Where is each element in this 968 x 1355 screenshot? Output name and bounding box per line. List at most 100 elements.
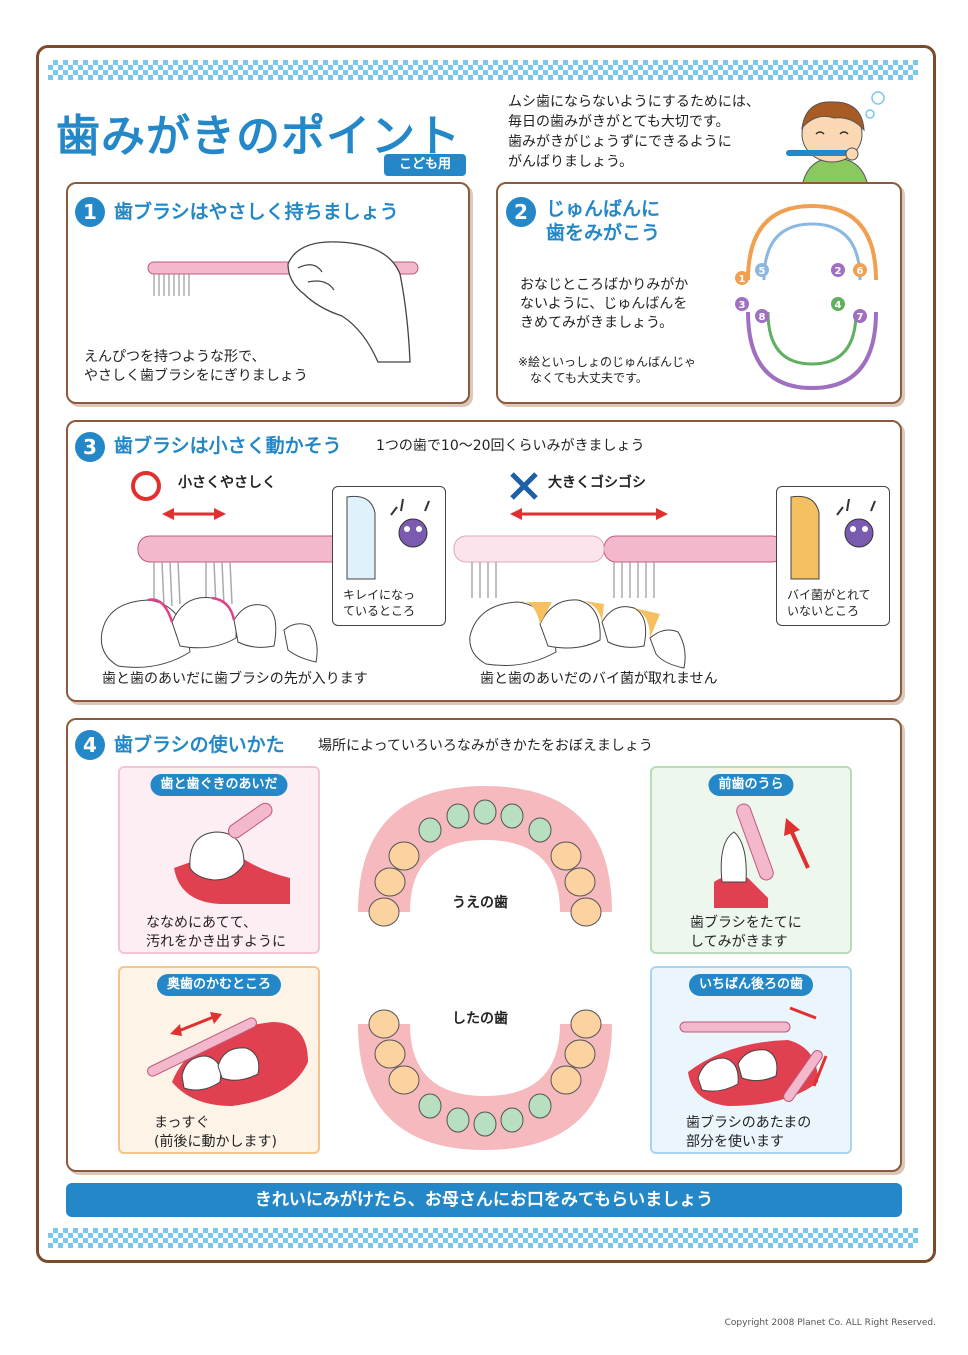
- tooth: [446, 803, 470, 829]
- order-number: 5: [759, 266, 766, 277]
- tooth: [550, 841, 582, 871]
- upper-teeth-label: うえの歯: [452, 895, 508, 911]
- clean-tooth-with-germ-illustration: [346, 495, 430, 580]
- back-tooth-brushing-illustration: [679, 1006, 828, 1106]
- tooth: [368, 1009, 400, 1039]
- gum-brushing-illustration: [174, 802, 290, 904]
- copyright: Copyright 2008 Planet Co. ALL Right Rese…: [724, 1318, 936, 1328]
- desc-line: 部分を使います: [686, 1134, 784, 1150]
- good-zoom-bubble: キレイになっ ているところ: [332, 486, 446, 626]
- bubble-caption: バイ菌がとれて いないところ: [787, 587, 871, 619]
- section-brush-usage: 4 歯ブラシの使いかた 場所によっていろいろなみがきかたをおぼえましょう うえの…: [66, 718, 902, 1172]
- tooth: [388, 841, 420, 871]
- lower-teeth-label: したの歯: [452, 1011, 508, 1027]
- section-brush-in-order: 2 じゅんばんに 歯をみがこう おなじところばかりみがか ないように、じゅんばん…: [496, 182, 902, 404]
- order-number-badge: [853, 263, 867, 277]
- top-checker-border: [48, 60, 918, 80]
- desc-line: 歯ブラシのあたまの: [686, 1115, 812, 1131]
- card-label: 奥歯のかむところ: [156, 974, 282, 996]
- section-title: じゅんばんに 歯をみがこう: [546, 197, 660, 245]
- bottom-checker-border: [48, 1228, 918, 1248]
- card-front-teeth-back: 前歯のうら 歯ブラシをたてに してみがきます: [650, 766, 852, 954]
- section-number: 4: [75, 730, 105, 760]
- section-subtitle: 1つの歯で10〜20回くらいみがきましょう: [376, 438, 645, 454]
- tooth: [564, 867, 596, 897]
- order-number-badge: [831, 297, 845, 311]
- tooth: [550, 1065, 582, 1095]
- good-caption: 歯と歯のあいだに歯ブラシの先が入ります: [102, 671, 368, 687]
- tooth: [374, 1039, 406, 1069]
- tooth: [500, 1107, 524, 1133]
- intro-text: ムシ歯にならないようにするためには、 毎日の歯みがきがとても大切です。 歯みがき…: [508, 92, 808, 172]
- desc-line: 汚れをかき出すように: [146, 934, 286, 950]
- bad-label: 大きくゴシゴシ: [548, 475, 646, 491]
- mouth-diagram: [358, 786, 612, 1150]
- dirty-tooth-with-germ-illustration: [790, 495, 876, 580]
- caption-line: キレイになっ: [343, 588, 416, 602]
- brushing-boy-illustration: [786, 91, 885, 187]
- order-number: 7: [857, 312, 864, 323]
- order-number: 3: [739, 300, 746, 311]
- tooth: [500, 803, 524, 829]
- bad-zoom-bubble: バイ菌がとれて いないところ: [776, 486, 890, 626]
- caption-line: いないところ: [787, 604, 860, 618]
- order-number-badge: [853, 309, 867, 323]
- card-description: 歯ブラシをたてに してみがきます: [690, 914, 802, 952]
- desc-line: (前後に動かします): [154, 1134, 277, 1150]
- section-small-motion: 3 歯ブラシは小さく動かそう 1つの歯で10〜20回くらいみがきましょう 小さく…: [66, 420, 902, 702]
- note-line: ※絵といっしょのじゅんばんじゃ: [518, 355, 697, 369]
- order-number-badge: [735, 297, 749, 311]
- order-number-badge: [735, 271, 749, 285]
- tooth: [473, 799, 497, 825]
- card-molar-chewing: 奥歯のかむところ まっすぐ (前後に動かします): [118, 966, 320, 1154]
- order-number-badge: [831, 263, 845, 277]
- section-note: ※絵といっしょのじゅんばんじゃ なくても大丈夫です。: [518, 354, 696, 386]
- tooth: [374, 867, 406, 897]
- desc-line: してみがきます: [690, 934, 788, 950]
- bad-brushing-illustration: [453, 508, 785, 669]
- card-label: 前歯のうら: [708, 774, 794, 796]
- section-description: えんぴつを持つような形で、 やさしく歯ブラシをにぎりましょう: [84, 348, 308, 386]
- caption-line: バイ菌がとれて: [787, 588, 871, 602]
- section-subtitle: 場所によっていろいろなみがきかたをおぼえましょう: [318, 738, 653, 754]
- tooth: [418, 1093, 442, 1119]
- cross-ng-icon: [510, 472, 538, 500]
- front-teeth-brushing-illustration: [714, 803, 810, 908]
- order-number: 4: [835, 300, 842, 311]
- bad-caption: 歯と歯のあいだのバイ菌が取れません: [480, 671, 718, 687]
- tooth: [368, 897, 400, 927]
- order-number: 1: [739, 274, 746, 285]
- card-description: まっすぐ (前後に動かします): [154, 1114, 277, 1152]
- note-line: なくても大丈夫です。: [530, 371, 648, 385]
- desc-line: ななめにあてて、: [146, 915, 258, 931]
- card-label: いちばん後ろの歯: [688, 974, 814, 996]
- card-label: 歯と歯ぐきのあいだ: [150, 774, 288, 796]
- intro-line: 歯みがきがじょうずにできるように: [508, 134, 732, 150]
- good-brushing-illustration: [100, 508, 369, 668]
- card-gum-line: 歯と歯ぐきのあいだ ななめにあてて、 汚れをかき出すように: [118, 766, 320, 954]
- section-number: 3: [75, 432, 105, 462]
- page-title: 歯みがきのポイント: [56, 111, 461, 162]
- order-number-badge: [755, 309, 769, 323]
- tooth: [473, 1111, 497, 1137]
- tooth: [418, 817, 442, 843]
- desc-line: 歯ブラシをたてに: [690, 915, 802, 931]
- tooth: [388, 1065, 420, 1095]
- section-number: 1: [75, 197, 105, 227]
- intro-line: がんばりましょう。: [508, 154, 634, 170]
- bubble-caption: キレイになっ ているところ: [343, 587, 415, 619]
- order-number: 6: [857, 266, 864, 277]
- good-label: 小さくやさしく: [178, 475, 276, 491]
- desc-line: きめてみがきましょう。: [520, 315, 674, 331]
- molar-brushing-illustration: [147, 1012, 308, 1106]
- section-hold-brush: 1 歯ブラシはやさしく持ちましょう えんぴつを持つような形で、 やさしく歯ブラシ…: [66, 182, 470, 404]
- title-line: 歯をみがこう: [546, 222, 661, 244]
- desc-line: おなじところばかりみがか: [520, 277, 689, 293]
- tooth: [570, 1009, 602, 1039]
- section-number: 2: [506, 197, 536, 227]
- kids-badge: こども用: [384, 154, 466, 176]
- card-back-tooth: いちばん後ろの歯 歯ブラシのあたまの 部分を使います: [650, 966, 852, 1154]
- footer-message: きれいにみがけたら、お母さんにお口をみてもらいましょう: [66, 1183, 902, 1217]
- order-number-badge: [755, 263, 769, 277]
- section-title: 歯ブラシはやさしく持ちましょう: [114, 201, 399, 223]
